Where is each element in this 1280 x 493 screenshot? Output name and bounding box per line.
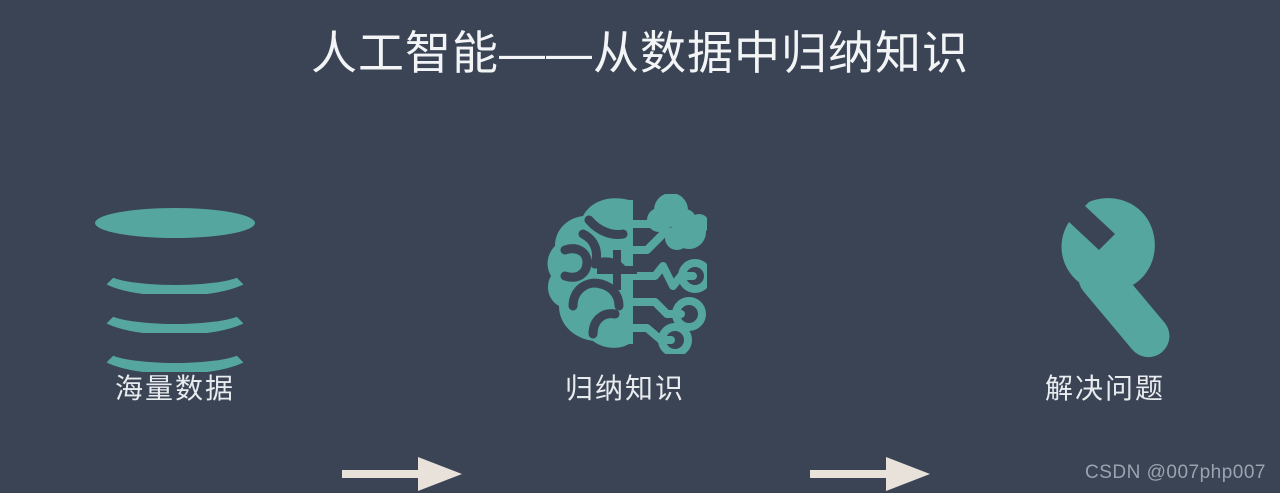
database-icon-wrap <box>45 180 305 372</box>
watermark-text: CSDN @007php007 <box>1084 462 1266 483</box>
process-flow: 海量数据 <box>0 180 1280 491</box>
arrow-shaft <box>810 470 892 478</box>
flow-stage-label-brain: 归纳知识 <box>564 373 685 404</box>
flow-stage-label-tool: 解决问题 <box>1044 373 1165 404</box>
arrow-shaft <box>342 470 424 478</box>
arrow-head <box>418 457 462 491</box>
page-title: 人工智能——从数据中归纳知识 <box>311 27 969 79</box>
ai-brain-circuit-icon-wrap <box>495 180 755 360</box>
database-band-3 <box>95 326 255 372</box>
flow-stage-data: 海量数据 <box>45 180 305 410</box>
flow-stage-tool: 解决问题 <box>975 180 1235 410</box>
wrench-icon-wrap <box>975 180 1235 360</box>
arrow-right-icon <box>810 457 930 491</box>
flow-stage-label-data: 海量数据 <box>114 373 235 404</box>
arrow-right-icon <box>342 457 462 491</box>
arrow-head <box>886 457 930 491</box>
database-icon <box>95 208 255 372</box>
flow-stage-brain: 归纳知识 <box>495 180 755 410</box>
wrench-icon <box>1061 198 1170 358</box>
database-disc-top <box>95 208 255 238</box>
ai-brain-circuit-icon <box>547 194 707 354</box>
